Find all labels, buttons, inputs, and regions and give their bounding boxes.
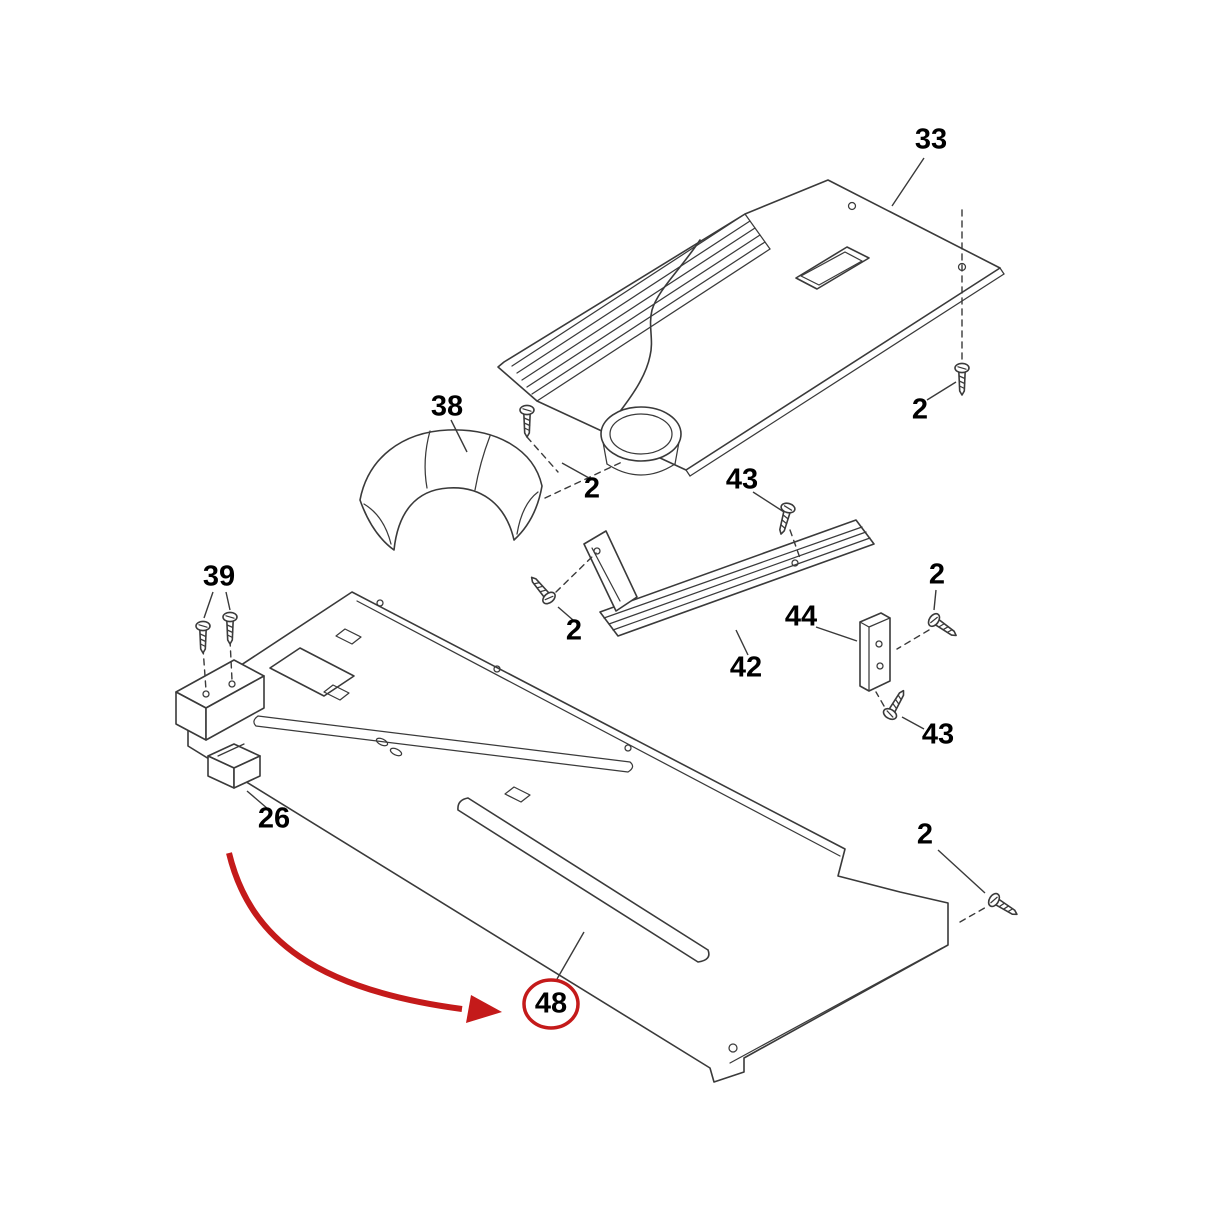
part-26-block: [207, 743, 261, 789]
part-38-elbow-duct: [359, 429, 543, 551]
part-label-33: 33: [914, 123, 948, 156]
part-label-43-bottom: 43: [921, 718, 955, 751]
part-label-38: 38: [430, 390, 464, 423]
part-label-2-base: 2: [916, 818, 934, 851]
screw-icon: [954, 362, 970, 396]
part-label-43-top: 43: [725, 463, 759, 496]
part-label-2-top-right: 2: [911, 393, 929, 426]
part-33-panel: [497, 179, 1005, 477]
screw-icon: [925, 610, 961, 643]
part-44-bracket: [859, 612, 891, 692]
part-label-2-bracket: 2: [928, 558, 946, 591]
part-label-48-highlighted: 48: [534, 987, 568, 1020]
part-label-26: 26: [257, 802, 291, 835]
screw-icon: [195, 620, 211, 654]
screw-icon: [773, 500, 797, 537]
part-label-39: 39: [202, 560, 236, 593]
part-label-2-rail: 2: [565, 614, 583, 647]
alignment-dashed-lines: [202, 209, 989, 923]
screw-icon: [985, 890, 1022, 922]
part-42-rail: [583, 519, 875, 637]
part-48-base-panel: [175, 591, 949, 1083]
part-label-2-duct: 2: [583, 472, 601, 505]
screw-icon: [519, 404, 535, 438]
screw-icon: [880, 686, 911, 723]
screw-icon: [222, 611, 238, 645]
screw-icon: [525, 572, 559, 607]
highlight-arrow: [226, 852, 502, 1023]
part-label-44: 44: [784, 600, 818, 633]
part-label-42: 42: [729, 651, 763, 684]
highlight-circle: [522, 978, 580, 1030]
leader-lines: [203, 157, 986, 980]
